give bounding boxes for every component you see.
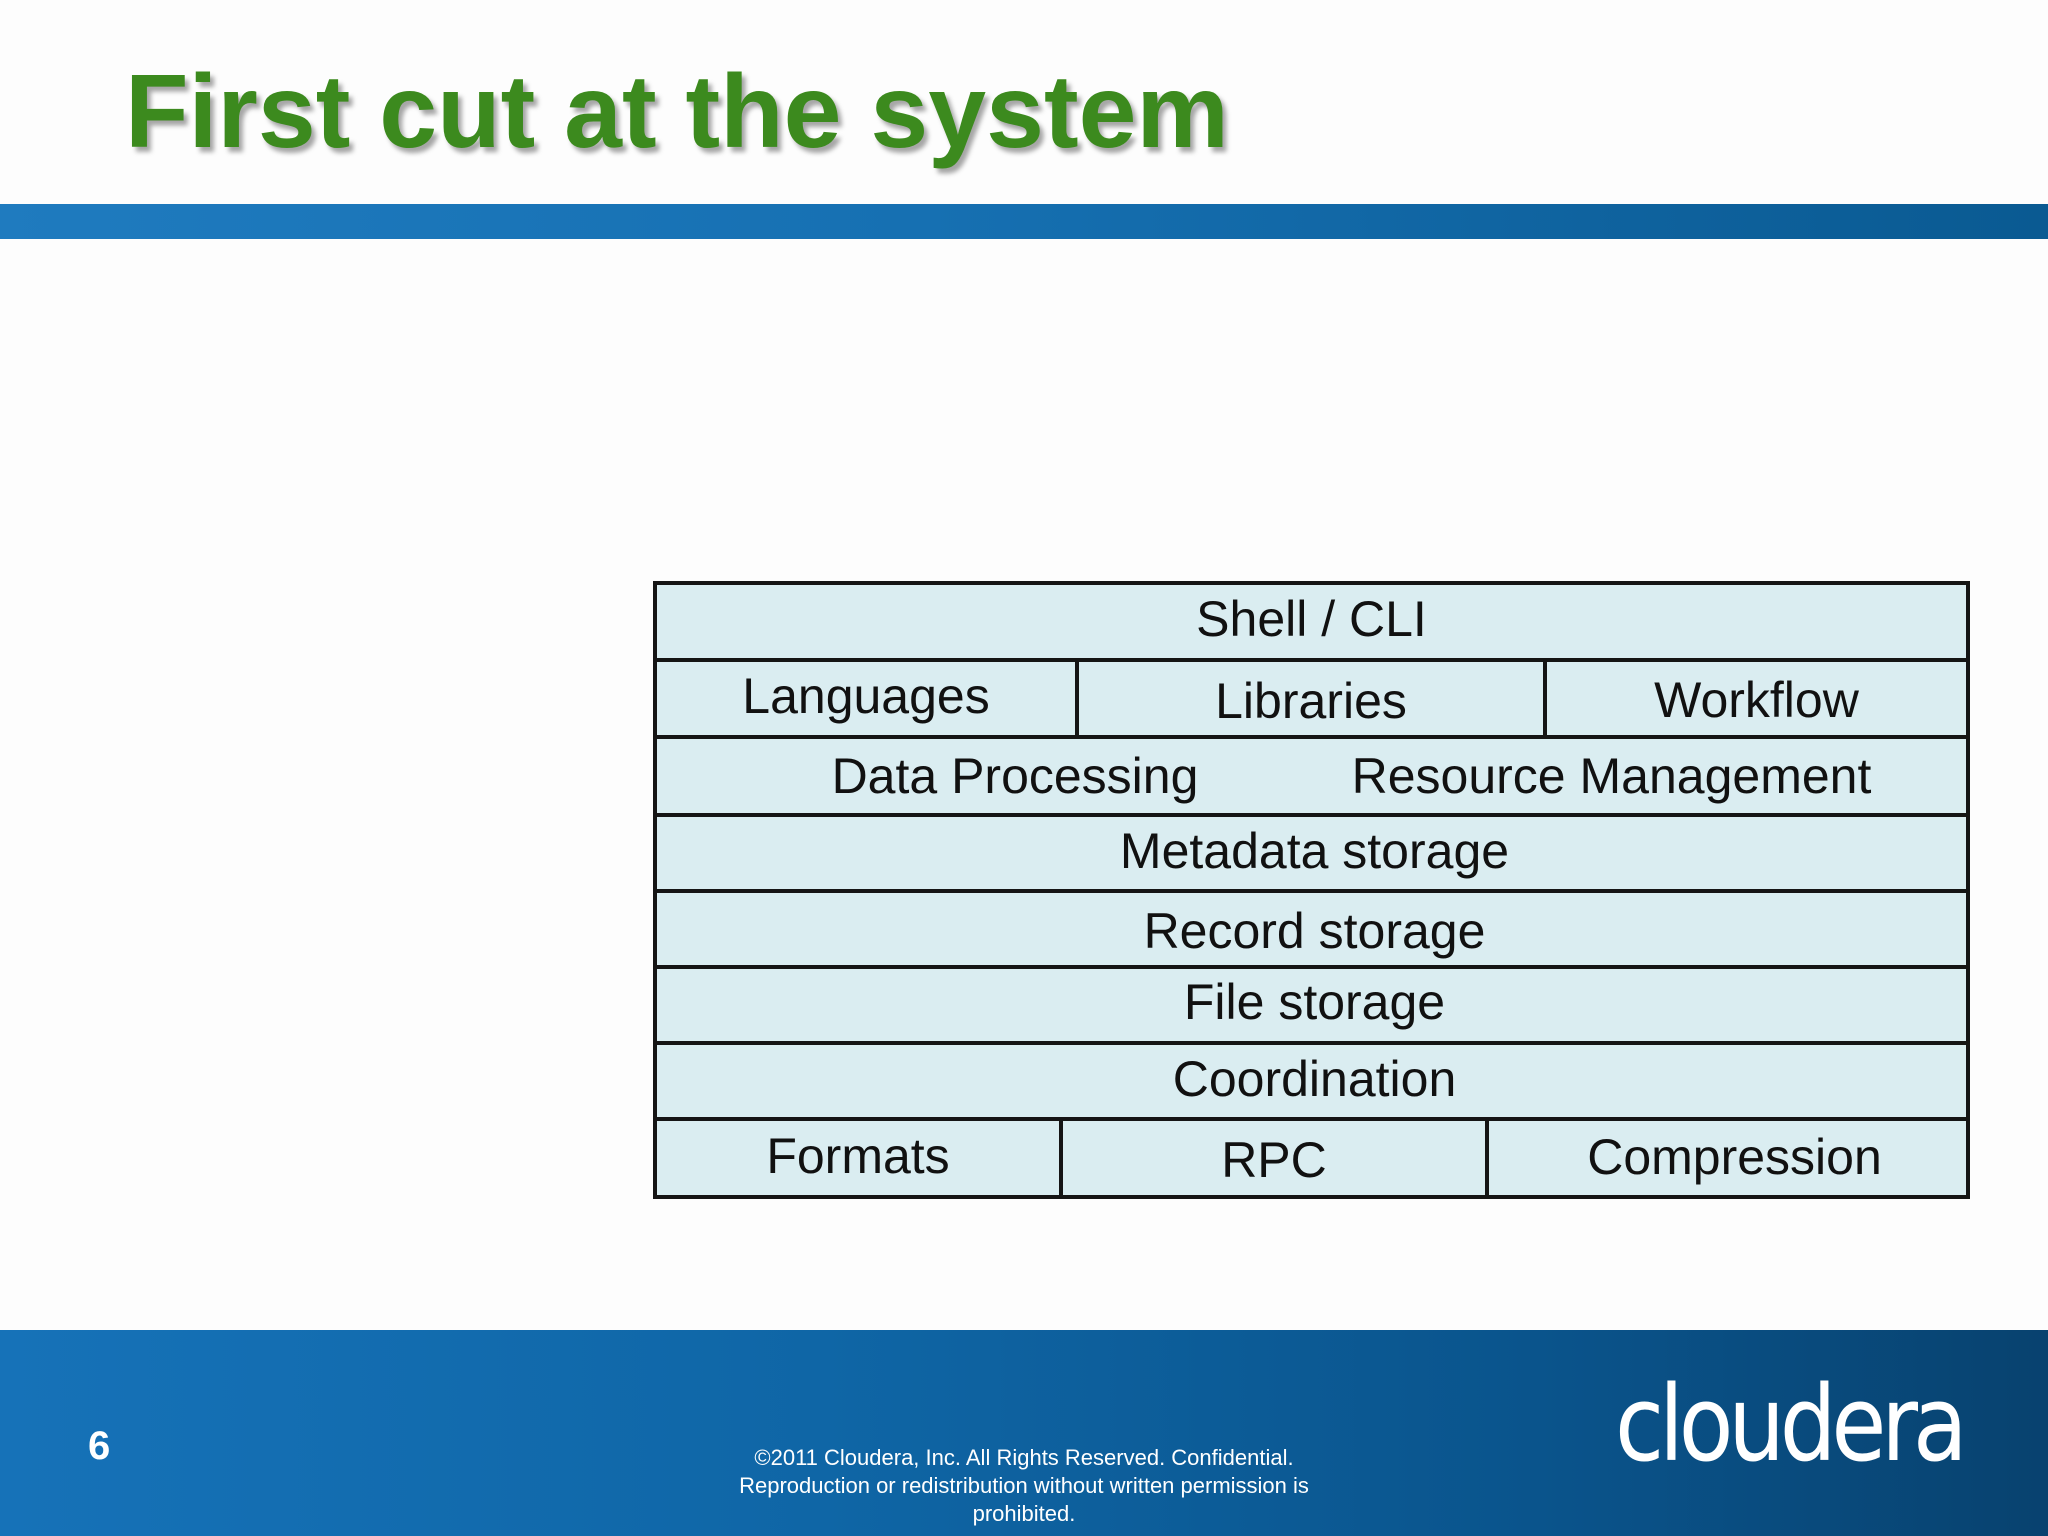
layer-cell-languages: Languages	[742, 667, 990, 724]
layer-formats-rpc-compression: Formats RPC Compression	[657, 1121, 1966, 1195]
footer-bar	[0, 1330, 2048, 1536]
layer-cell-metadata-storage: Metadata storage	[1119, 823, 1510, 879]
layer-coordination: Coordination	[657, 1045, 1966, 1121]
layer-cell-record-storage: Record storage	[1143, 903, 1486, 959]
layer-cell-libraries: Libraries	[1075, 662, 1543, 735]
slide-title: First cut at the system	[125, 54, 1229, 170]
layer-metadata-storage: Metadata storage	[657, 817, 1966, 893]
layer-cell-shell-cli: Shell / CLI	[1196, 590, 1427, 647]
layer-cell-formats: Formats	[766, 1128, 950, 1184]
cloudera-logo: cloudera	[1615, 1363, 1968, 1485]
system-stack-diagram: Shell / CLI Languages Libraries Workflow…	[653, 581, 1970, 1199]
layer-record-storage: Record storage	[657, 893, 1966, 969]
copyright-notice: ©2011 Cloudera, Inc. All Rights Reserved…	[700, 1444, 1348, 1528]
layer-cell-coordination: Coordination	[1172, 1051, 1457, 1107]
copyright-line: prohibited.	[972, 1501, 1076, 1526]
layer-cell-rpc: RPC	[1059, 1121, 1485, 1195]
layer-cell-file-storage: File storage	[1183, 974, 1446, 1030]
layer-cell-compression: Compression	[1485, 1121, 1966, 1195]
layer-file-storage: File storage	[657, 969, 1966, 1045]
layer-cell-resource-management: Resource Management	[1351, 748, 1872, 804]
layer-shell-cli: Shell / CLI	[657, 585, 1966, 662]
slide-page-number: 6	[88, 1424, 111, 1468]
layer-cell-data-processing: Data Processing	[831, 748, 1199, 804]
copyright-line: ©2011 Cloudera, Inc. All Rights Reserved…	[754, 1445, 1294, 1470]
title-divider-bar	[0, 204, 2048, 239]
layer-processing-resources: Data Processing Resource Management	[657, 739, 1966, 817]
copyright-line: Reproduction or redistribution without w…	[739, 1473, 1309, 1498]
layer-cell-workflow: Workflow	[1543, 662, 1966, 735]
layer-languages-libraries-workflow: Languages Libraries Workflow	[657, 662, 1966, 739]
